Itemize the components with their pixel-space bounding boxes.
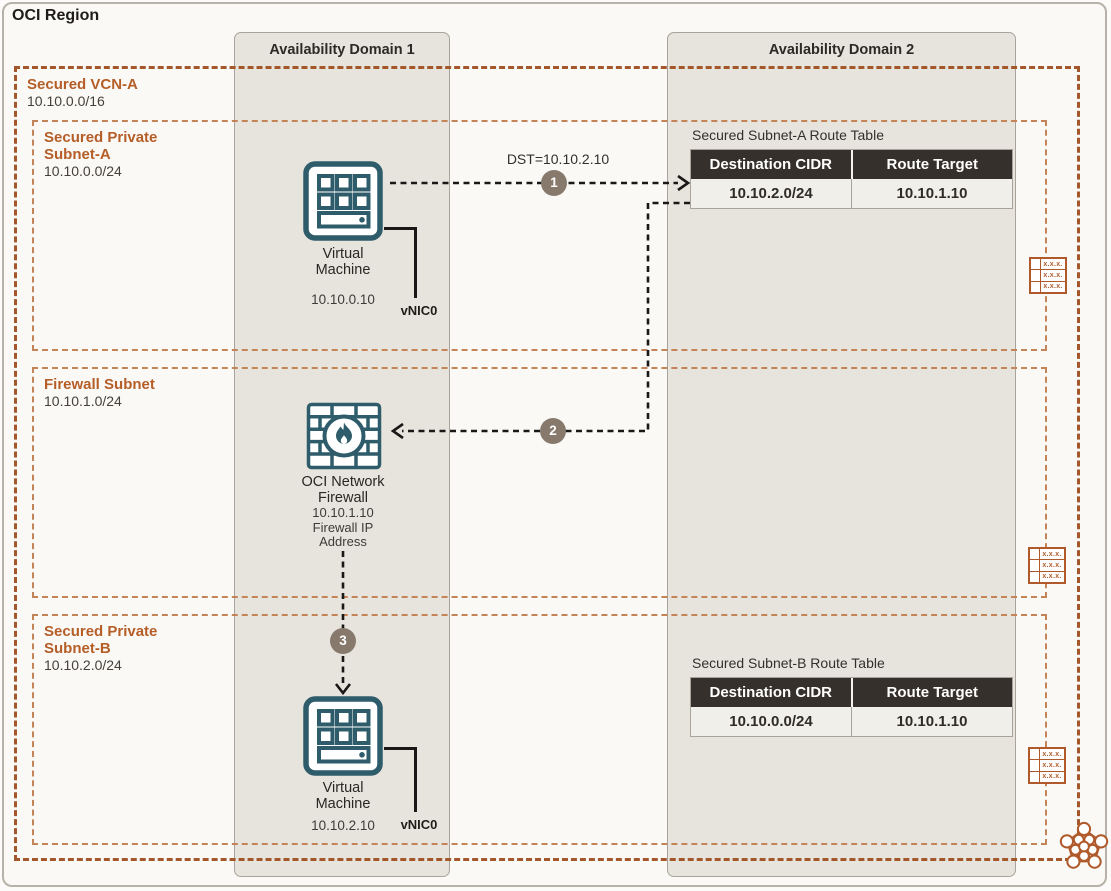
table-header-row: Destination CIDR Route Target: [691, 678, 1012, 707]
col-route-target: Route Target: [852, 150, 1012, 179]
network-firewall-icon: [306, 402, 382, 470]
availability-domain-2-label: Availability Domain 2: [768, 42, 915, 58]
route-table-icon: x.x.x. x.x.x. x.x.x.: [1028, 747, 1066, 784]
availability-domain-1-label: Availability Domain 1: [269, 42, 415, 58]
table-header-row: Destination CIDR Route Target: [691, 150, 1012, 179]
route-table-b-title: Secured Subnet-B Route Table: [692, 655, 885, 671]
route-table-icon: x.x.x. x.x.x. x.x.x.: [1029, 257, 1067, 294]
region-title: OCI Region: [12, 7, 100, 24]
route-table-subnet-a: Secured Subnet-A Route Table Destination…: [690, 127, 1013, 209]
subnet-a-name-line2: Subnet-A: [44, 146, 111, 163]
subnet-b-label: Secured Private Subnet-B 10.10.2.0/24: [44, 623, 157, 674]
subnet-b-cidr: 10.10.2.0/24: [44, 657, 122, 673]
table-row: 10.10.0.0/24 10.10.1.10: [691, 707, 1012, 736]
subnet-b-name-line1: Secured Private: [44, 623, 158, 640]
vcn-name: Secured VCN-A: [27, 76, 138, 93]
step-2-badge: 2: [540, 418, 566, 444]
vm-b-ip: 10.10.2.10: [311, 818, 375, 833]
route-table-icon: x.x.x. x.x.x. x.x.x.: [1028, 547, 1066, 584]
cell-route-target: 10.10.1.10: [852, 707, 1012, 736]
vcn-label: Secured VCN-A 10.10.0.0/16: [27, 76, 138, 110]
firewall-label: OCI Network Firewall 10.10.1.10 Firewall…: [283, 474, 403, 550]
cell-destination-cidr: 10.10.2.0/24: [691, 179, 852, 208]
route-table-subnet-b: Secured Subnet-B Route Table Destination…: [690, 655, 1013, 737]
table-row: 10.10.2.0/24 10.10.1.10: [691, 179, 1012, 208]
route-table-a-title: Secured Subnet-A Route Table: [692, 127, 884, 143]
subnet-a-cidr: 10.10.0.0/24: [44, 163, 122, 179]
col-route-target: Route Target: [852, 678, 1012, 707]
virtual-machine-icon: [303, 696, 383, 776]
subnet-b-name-line2: Subnet-B: [44, 640, 111, 657]
firewall-subnet-label: Firewall Subnet 10.10.1.0/24: [44, 376, 155, 410]
vm-a-ip: 10.10.0.10: [311, 292, 375, 307]
cell-destination-cidr: 10.10.0.0/24: [691, 707, 852, 736]
vm-b-label: Virtual Machine: [315, 780, 371, 812]
virtual-machine-icon: [303, 161, 383, 241]
cell-route-target: 10.10.1.10: [852, 179, 1012, 208]
step-1-badge: 1: [541, 170, 567, 196]
vcn-boundary: Secured VCN-A 10.10.0.0/16: [14, 66, 1080, 861]
subnet-a-name-line1: Secured Private: [44, 129, 158, 146]
col-destination-cidr: Destination CIDR: [691, 150, 853, 179]
vm-a-label: Virtual Machine: [315, 246, 371, 278]
vm-b-vnic-connector: [384, 747, 417, 812]
step-3-badge: 3: [330, 628, 356, 654]
firewall-subnet-boundary: Firewall Subnet 10.10.1.0/24: [32, 367, 1047, 598]
vm-b-vnic-label: vNIC0: [400, 817, 438, 832]
firewall-subnet-name: Firewall Subnet: [44, 376, 155, 393]
subnet-b-boundary: Secured Private Subnet-B 10.10.2.0/24: [32, 614, 1047, 845]
vcn-icon: [1059, 821, 1109, 869]
col-destination-cidr: Destination CIDR: [691, 678, 853, 707]
firewall-ip: 10.10.1.10: [312, 505, 374, 520]
firewall-subnet-cidr: 10.10.1.0/24: [44, 393, 122, 409]
vm-a-vnic-label: vNIC0: [400, 303, 438, 318]
vcn-cidr: 10.10.0.0/16: [27, 93, 105, 109]
dst-label: DST=10.10.2.10: [506, 151, 610, 167]
subnet-a-label: Secured Private Subnet-A 10.10.0.0/24: [44, 129, 157, 180]
